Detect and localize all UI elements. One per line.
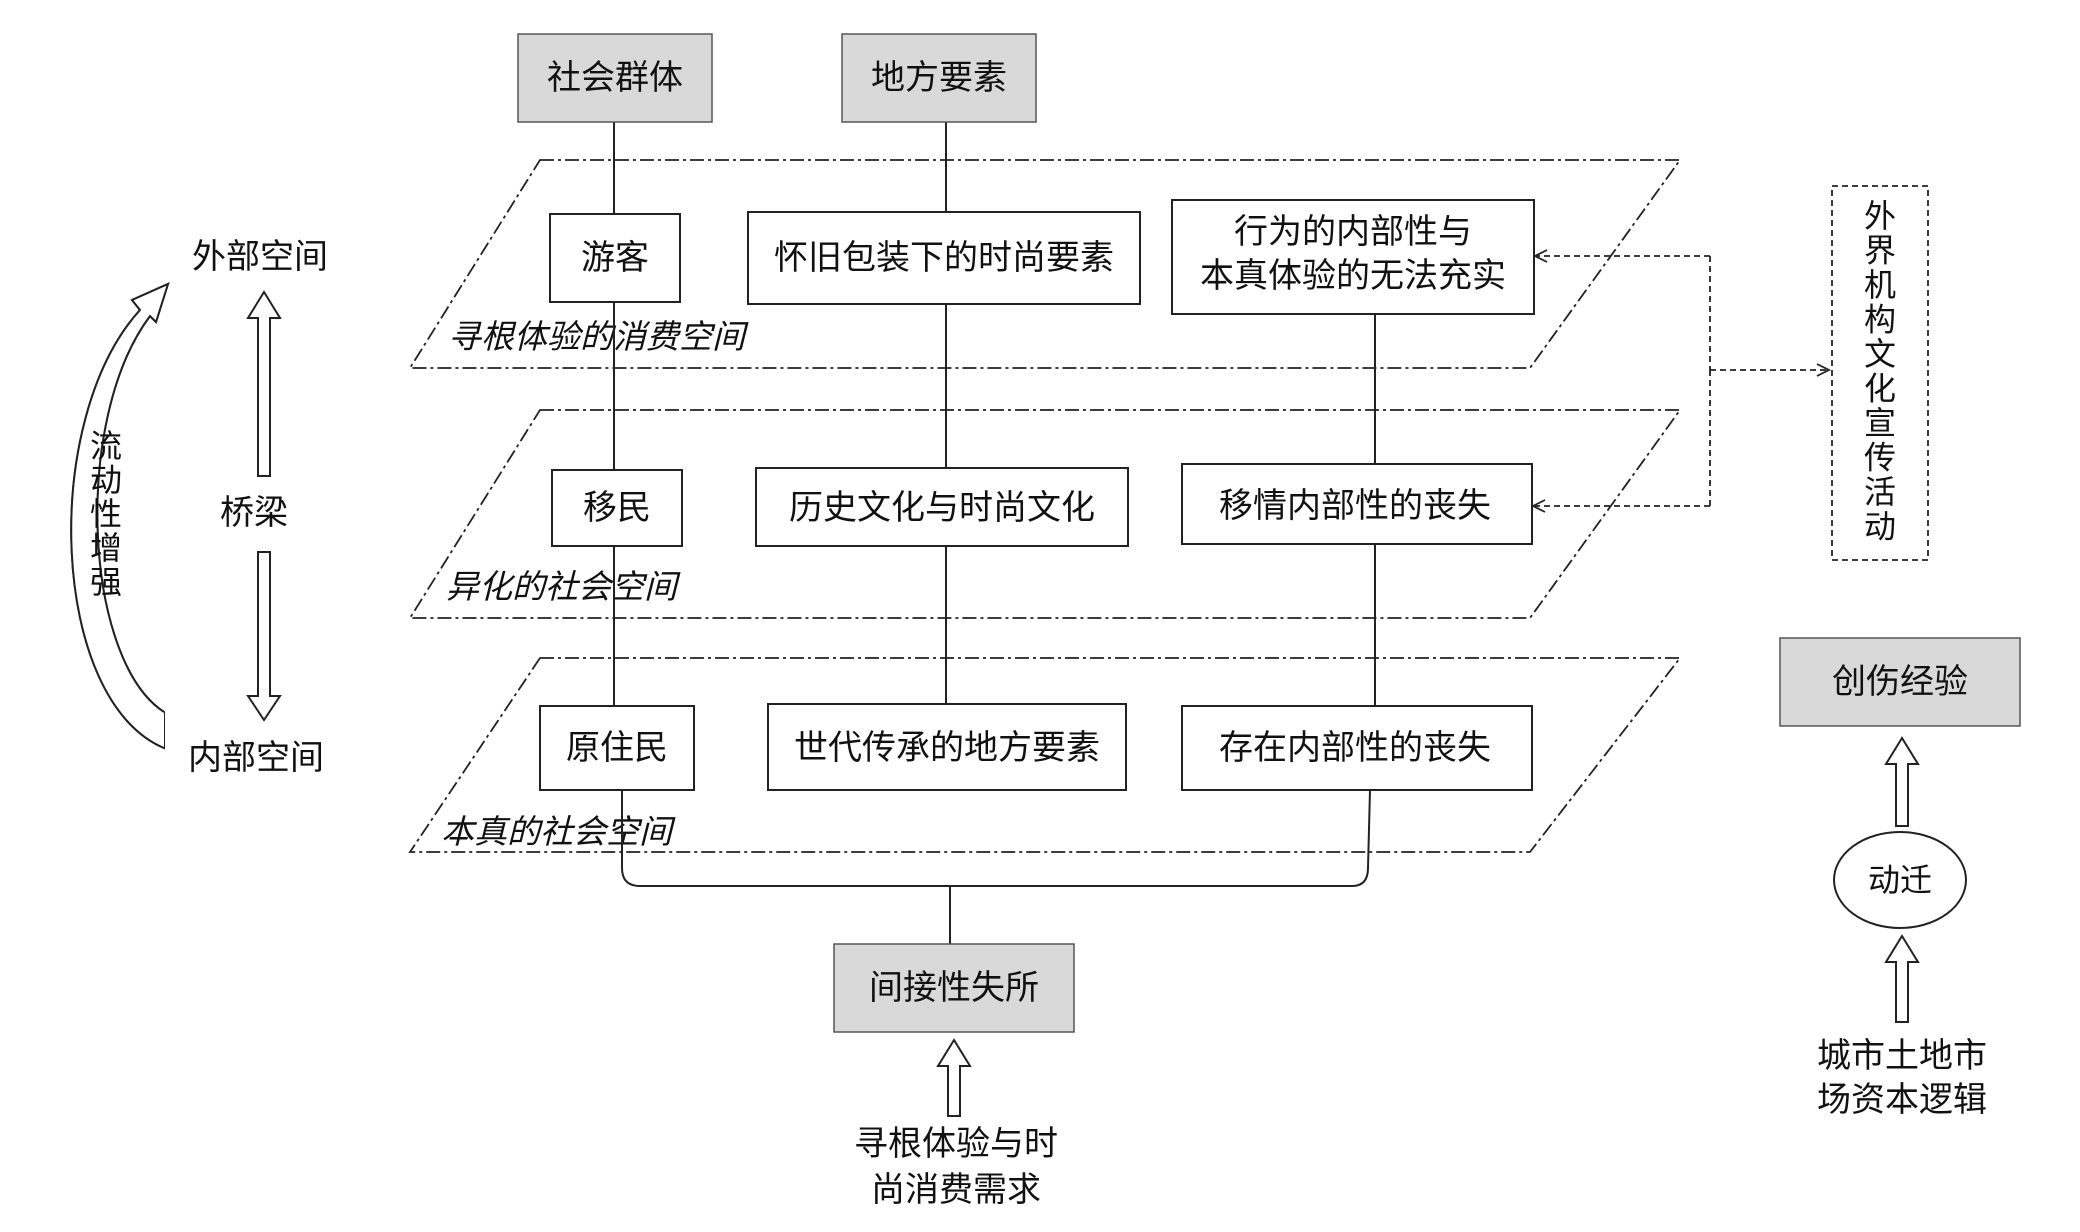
plane-alienated (408, 409, 1682, 619)
external-promo-char-3: 构 (1864, 301, 1896, 339)
mobility-curved-arrow-front (70, 282, 170, 749)
indirect-placelessness-box (833, 943, 1075, 1033)
place-elements-header-text: 地方要素 (871, 58, 1007, 98)
outside-space-label: 外部空间 (192, 237, 328, 277)
tourists-text: 游客 (581, 238, 649, 278)
place-elements-header (841, 33, 1037, 123)
social-groups-header (517, 33, 713, 123)
migrants-text: 移民 (583, 488, 651, 528)
plane-consumption-label: 寻根体验的消费空间 (448, 317, 749, 356)
arrow-up-to-placelessness (936, 1038, 972, 1117)
external-promo-box (1831, 185, 1929, 561)
migrants-box (551, 469, 683, 547)
history-fashion-text: 历史文化与时尚文化 (789, 488, 1095, 528)
existential-insideness-text: 存在内部性的丧失 (1219, 728, 1491, 768)
relocation-ellipse (1833, 831, 1967, 929)
mobility-char-3: 增 (90, 529, 122, 567)
demand-line1: 寻根体验与时 (854, 1124, 1058, 1164)
external-promo-char-8: 活 (1864, 473, 1896, 511)
capital-line1: 城市土地市 (1817, 1036, 1987, 1076)
external-promo-char-2: 机 (1864, 266, 1896, 304)
demand-line2: 尚消费需求 (871, 1170, 1041, 1210)
empathetic-insideness-text: 移情内部性的丧失 (1219, 486, 1491, 526)
social-groups-header-text: 社会群体 (547, 58, 683, 98)
plane-consumption (408, 159, 1682, 369)
bottom-bracket (621, 789, 1371, 887)
mobility-char-4: 强 (90, 563, 122, 601)
plane-alienated-label: 异化的社会空间 (446, 567, 681, 606)
natives-box (539, 705, 695, 791)
nostalgia-fashion-text: 怀旧包装下的时尚要素 (774, 238, 1114, 278)
behavioral-insideness-line2: 本真体验的无法充实 (1200, 256, 1506, 296)
behavioral-insideness-line1: 行为的内部性与 (1234, 212, 1472, 252)
external-promo-char-4: 文 (1864, 335, 1896, 373)
existential-insideness-box (1181, 705, 1533, 791)
relocation-text: 动迁 (1868, 861, 1932, 899)
heritage-text: 世代传承的地方要素 (794, 728, 1100, 768)
external-promo-char-5: 化 (1864, 370, 1896, 408)
trauma-box (1779, 637, 2021, 727)
history-fashion-box (755, 467, 1129, 547)
tourists-box (549, 213, 681, 303)
mobility-char-2: 性 (90, 495, 122, 533)
external-promo-char-7: 传 (1864, 439, 1896, 477)
natives-text: 原住民 (566, 728, 668, 768)
arrow-down-to-inside (246, 551, 282, 722)
external-promo-char-6: 宣 (1864, 404, 1896, 442)
empathetic-insideness-box (1181, 463, 1533, 545)
capital-line2: 场资本逻辑 (1817, 1080, 1987, 1120)
inside-space-label: 内部空间 (188, 738, 324, 778)
mobility-char-1: 动 (90, 461, 122, 499)
nostalgia-fashion-box (747, 211, 1141, 305)
trauma-text: 创伤经验 (1832, 662, 1968, 702)
external-promo-char-9: 动 (1864, 508, 1896, 546)
plane-authentic-label: 本真的社会空间 (441, 812, 676, 851)
behavioral-insideness-box (1171, 199, 1535, 315)
external-promo-char-1: 界 (1864, 232, 1896, 270)
external-promo-char-0: 外 (1864, 197, 1896, 235)
arrow-up-to-relocation (1884, 934, 1920, 1023)
mobility-char-0: 流 (90, 427, 122, 465)
arrow-up-to-trauma (1884, 736, 1920, 827)
indirect-placelessness-text: 间接性失所 (869, 968, 1039, 1008)
plane-authentic (408, 657, 1682, 853)
arrow-up-to-outside (246, 290, 282, 477)
bridge-label: 桥梁 (220, 493, 288, 533)
heritage-box (767, 703, 1127, 791)
